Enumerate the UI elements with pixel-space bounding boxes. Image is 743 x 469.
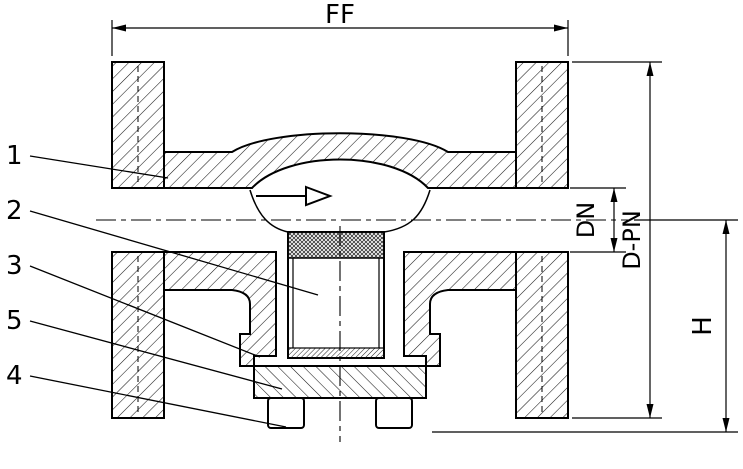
cover-plug-right <box>375 397 413 429</box>
ff-arrowhead-right <box>554 24 568 32</box>
part-number-4: 4 <box>6 361 23 391</box>
dimension-h-lines <box>432 219 738 433</box>
body-top-wall-section <box>163 132 517 189</box>
part-leader-lines <box>29 155 319 428</box>
inlet-guide-wall-left <box>249 189 289 233</box>
dimension-dpn-lines <box>572 61 662 419</box>
part-number-2: 2 <box>6 196 23 226</box>
dn-arrowhead-bottom <box>610 238 618 252</box>
flow-arrow-right-icon <box>256 185 333 207</box>
ff-arrowhead-left <box>112 24 126 32</box>
dimension-label-dpn: D-PN <box>618 210 646 270</box>
inlet-guide-wall-right <box>383 189 431 233</box>
dn-arrowhead-top <box>610 188 618 202</box>
body-bottom-right-wall-section <box>403 251 517 367</box>
body-bottom-left-wall-section <box>163 251 277 367</box>
dimension-label-h: H <box>688 316 718 336</box>
cartridge-inner-walls <box>292 258 380 348</box>
seat-ring-section <box>287 347 385 359</box>
dpn-arrowhead-top <box>646 62 654 76</box>
part-number-3: 3 <box>6 251 23 281</box>
dimension-label-dn: DN <box>572 202 600 238</box>
cover-plug-left <box>267 397 305 429</box>
dimension-ff-lines <box>111 20 569 56</box>
dimension-label-ff: FF <box>325 0 355 30</box>
h-arrowhead-bottom <box>722 418 730 432</box>
dpn-arrowhead-bottom <box>646 404 654 418</box>
cartridge-screen-mesh <box>287 231 385 259</box>
part-number-5: 5 <box>6 306 23 336</box>
h-arrowhead-top <box>722 220 730 234</box>
part-number-1: 1 <box>6 141 23 171</box>
